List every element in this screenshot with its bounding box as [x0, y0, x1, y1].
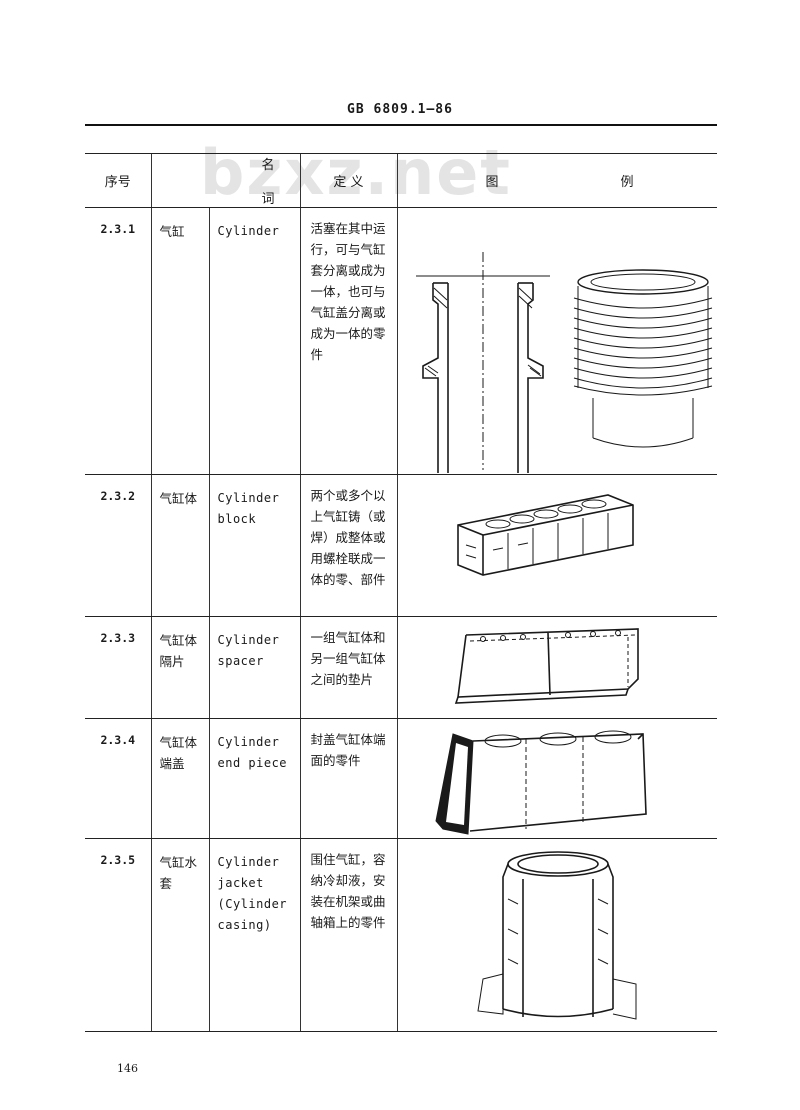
- cylinder-section-figure: [415, 252, 712, 473]
- row-figure: [396, 838, 717, 1032]
- row-num: 2.3.2: [85, 474, 151, 617]
- row-term-en: Cylinder jacket (Cylinder casing): [208, 838, 300, 1032]
- row-definition: 活塞在其中运行，可与气缸套分离或成为一体，也可与气缸盖分离或成为一体的零件: [299, 207, 397, 475]
- header-term: 名词: [150, 153, 300, 208]
- row-definition: 封盖气缸体端面的零件: [299, 718, 397, 839]
- header-term-a: 名: [261, 158, 275, 173]
- cylinder-spacer-figure: [454, 628, 639, 704]
- row-num: 2.3.5: [85, 838, 151, 1032]
- header-num: 序号: [85, 153, 151, 208]
- row-definition: 围住气缸，容纳冷却液，安装在机架或曲轴箱上的零件: [299, 838, 397, 1032]
- page-number: 146: [117, 1062, 138, 1075]
- table-row: 2.3.4 气缸体端盖 Cylinder end piece 封盖气缸体端面的零…: [85, 718, 717, 839]
- cylinder-block-figure: [456, 494, 634, 576]
- row-term-zh: 气缸体隔片: [150, 616, 209, 719]
- row-term-zh: 气缸水套: [150, 838, 209, 1032]
- terms-table: 序号 名词 定 义 图例 2.3.1 气缸 Cylinder 活塞在其中运行，可…: [85, 153, 717, 1032]
- row-figure: [396, 616, 717, 719]
- header-definition: 定 义: [299, 153, 397, 208]
- row-term-en: Cylinder: [208, 207, 300, 475]
- header-figure-b: 例: [620, 175, 634, 190]
- table-row: 2.3.3 气缸体隔片 Cylinder spacer 一组气缸体和另一组气缸体…: [85, 616, 717, 719]
- row-term-zh: 气缸体: [150, 474, 209, 617]
- row-term-zh: 气缸体端盖: [150, 718, 209, 839]
- standard-header: GB 6809.1—86: [347, 102, 453, 117]
- cylinder-end-piece-figure: [434, 730, 647, 835]
- header-figure: 图例: [396, 153, 717, 208]
- row-num: 2.3.4: [85, 718, 151, 839]
- row-term-en: Cylinder block: [208, 474, 300, 617]
- row-figure: [396, 207, 717, 475]
- table-row: 2.3.2 气缸体 Cylinder block 两个或多个以上气缸铸（或焊）成…: [85, 474, 717, 617]
- row-num: 2.3.3: [85, 616, 151, 719]
- table-header-row: 序号 名词 定 义 图例: [85, 153, 717, 208]
- table-row: 2.3.1 气缸 Cylinder 活塞在其中运行，可与气缸套分离或成为一体，也…: [85, 207, 717, 475]
- row-definition: 一组气缸体和另一组气缸体之间的垫片: [299, 616, 397, 719]
- header-rule: [85, 124, 717, 126]
- table-row: 2.3.5 气缸水套 Cylinder jacket (Cylinder cas…: [85, 838, 717, 1032]
- row-figure: [396, 718, 717, 839]
- cylinder-jacket-figure: [476, 851, 636, 1020]
- row-num: 2.3.1: [85, 207, 151, 475]
- row-term-en: Cylinder end piece: [208, 718, 300, 839]
- row-definition: 两个或多个以上气缸铸（或焊）成整体或用螺栓联成一体的零、部件: [299, 474, 397, 617]
- row-figure: [396, 474, 717, 617]
- row-term-zh: 气缸: [150, 207, 209, 475]
- row-term-en: Cylinder spacer: [208, 616, 300, 719]
- header-term-b: 词: [261, 192, 275, 207]
- header-figure-a: 图: [485, 175, 499, 190]
